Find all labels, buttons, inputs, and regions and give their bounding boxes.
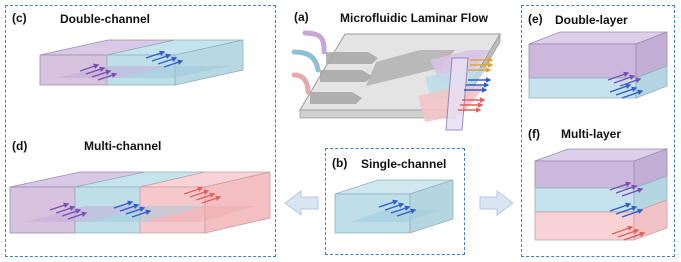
right-direction-arrow xyxy=(479,190,514,216)
left-direction-arrow xyxy=(284,190,319,216)
single-channel-block xyxy=(334,179,454,234)
panel-e-letter: (e) xyxy=(528,12,543,26)
double-channel-arrows xyxy=(79,50,184,81)
double-layer-block xyxy=(528,31,668,99)
single-channel-arrows xyxy=(378,199,417,217)
double-layer-arrows xyxy=(607,71,644,99)
panel-a-title: Microfluidic Laminar Flow xyxy=(340,11,489,25)
panel-c-title: Double-channel xyxy=(60,12,151,26)
microfluidic-chip xyxy=(291,30,501,131)
multi-layer-arrows xyxy=(609,181,646,241)
panel-a-letter: (a) xyxy=(294,10,309,24)
panel-d-letter: (d) xyxy=(12,139,28,153)
panel-c-letter: (c) xyxy=(12,11,27,25)
panel-f-letter: (f) xyxy=(528,127,540,141)
chip-flow-arrows xyxy=(458,57,494,113)
left-panel-frame xyxy=(5,5,276,257)
multi-layer-block xyxy=(534,148,668,241)
panel-b-title: Single-channel xyxy=(361,157,447,171)
right-panel-frame xyxy=(521,5,675,257)
panel-d-title: Multi-channel xyxy=(84,139,162,153)
single-channel-frame xyxy=(325,148,465,255)
panel-e-title: Double-layer xyxy=(555,13,628,27)
panel-f-title: Multi-layer xyxy=(561,127,622,141)
panel-b-letter: (b) xyxy=(332,156,348,170)
multi-channel-block xyxy=(9,171,271,234)
multi-channel-arrows xyxy=(49,186,222,220)
double-channel-block xyxy=(39,39,244,86)
